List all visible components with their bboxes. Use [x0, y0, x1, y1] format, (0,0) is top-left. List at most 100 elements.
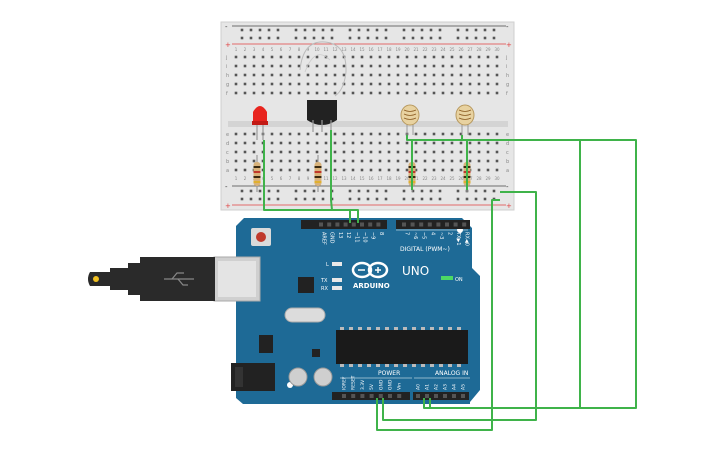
photoresistor-2[interactable] — [455, 104, 475, 135]
usb-symbol — [164, 272, 194, 286]
column-number: 14 — [350, 47, 356, 52]
row-label: c — [226, 150, 229, 156]
l-led — [332, 262, 342, 266]
column-number: 30 — [494, 47, 500, 52]
resistor-1[interactable] — [253, 155, 261, 192]
power-pin-label: GND — [388, 379, 394, 390]
rail-plus-label: + — [225, 41, 231, 49]
column-number: 30 — [494, 176, 500, 181]
column-number: 23 — [431, 47, 437, 52]
rail-minus-label-bottom-right: - — [506, 183, 509, 191]
column-number: 22 — [422, 176, 428, 181]
power-jack — [231, 363, 275, 391]
reset-button[interactable] — [251, 228, 271, 246]
crystal — [284, 307, 326, 323]
pin-label: ~10 — [362, 232, 368, 243]
column-number: 13 — [341, 47, 347, 52]
power-pin-label: 3.3V — [360, 379, 366, 390]
rail-plus-label-bottom: + — [225, 202, 231, 210]
row-label: a — [506, 168, 509, 174]
column-number: 11 — [323, 176, 329, 181]
column-number: 1 — [235, 176, 238, 181]
analog-pin-label: A2 — [434, 384, 440, 390]
column-number: 29 — [485, 47, 491, 52]
row-label: e — [506, 132, 509, 138]
power-pin-label: RESET — [351, 375, 357, 390]
column-number: 7 — [289, 176, 292, 181]
column-number: 20 — [404, 47, 410, 52]
model-text: UNO — [402, 264, 429, 278]
wires — [263, 130, 637, 431]
column-number: 9 — [307, 176, 310, 181]
wire-led — [263, 140, 351, 223]
resistor-2[interactable] — [314, 155, 322, 192]
temperature-sensor[interactable] — [299, 41, 347, 132]
capacitor-2 — [313, 367, 333, 387]
pin-label: ~5 — [421, 232, 427, 239]
column-number: 25 — [449, 176, 455, 181]
pin-label: 8 — [378, 232, 384, 235]
row-label: d — [226, 141, 229, 147]
analog-pin-label: A5 — [461, 384, 467, 390]
row-label: f — [506, 91, 508, 97]
column-number: 9 — [307, 47, 310, 52]
usb-port — [213, 256, 261, 302]
row-label: g — [226, 82, 229, 88]
red-led[interactable] — [252, 106, 268, 140]
column-number: 21 — [413, 176, 419, 181]
rx-led — [332, 286, 342, 290]
pin-label: 12 — [345, 232, 351, 238]
column-number: 1 — [235, 47, 238, 52]
wire-photo1 — [406, 135, 581, 409]
column-number: 21 — [413, 47, 419, 52]
wire-5v — [376, 199, 500, 431]
column-number: 10 — [314, 47, 320, 52]
column-number: 20 — [404, 176, 410, 181]
row-label: h — [506, 73, 509, 79]
pin-label: RX◀0 — [464, 232, 470, 246]
photoresistor-1[interactable] — [400, 104, 420, 135]
column-number: 24 — [440, 176, 446, 181]
row-label: j — [225, 55, 227, 61]
arduino-uno-board[interactable]: L TX RX ON ARDUINO UNO DIGITAL (PWM~) PO… — [213, 218, 480, 404]
column-number: 25 — [449, 47, 455, 52]
column-number: 13 — [341, 176, 347, 181]
column-number: 2 — [244, 47, 247, 52]
regulator — [259, 335, 273, 353]
on-led — [441, 276, 453, 280]
column-number: 28 — [476, 47, 482, 52]
power-pin-label: GND — [378, 379, 384, 390]
wire-gnd — [382, 191, 537, 421]
capacitor-1 — [288, 367, 308, 387]
column-number: 5 — [271, 47, 274, 52]
column-number: 14 — [350, 176, 356, 181]
rx-label: RX — [321, 286, 328, 292]
rail-plus-label-bottom-right: + — [506, 202, 512, 210]
row-label: d — [506, 141, 509, 147]
column-number: 16 — [368, 176, 374, 181]
column-number: 15 — [359, 47, 365, 52]
digital-header-label: DIGITAL (PWM~) — [400, 246, 450, 253]
column-number: 3 — [253, 47, 256, 52]
tx-label: TX — [320, 278, 328, 284]
column-number: 2 — [244, 176, 247, 181]
column-number: 8 — [298, 47, 301, 52]
column-number: 28 — [476, 176, 482, 181]
column-number: 22 — [422, 47, 428, 52]
power-pin-label: 5V — [369, 383, 375, 390]
column-number: 26 — [458, 47, 464, 52]
breadboard-holes — [234, 28, 499, 201]
column-number: 11 — [323, 47, 329, 52]
column-number: 19 — [395, 47, 401, 52]
rail-minus-label: - — [225, 23, 228, 31]
column-number: 8 — [298, 176, 301, 181]
row-label: h — [226, 73, 229, 79]
column-number: 23 — [431, 176, 437, 181]
row-label: i — [506, 64, 507, 70]
row-label: i — [226, 64, 227, 70]
arduino-logo — [351, 261, 389, 279]
row-label: a — [226, 168, 229, 174]
